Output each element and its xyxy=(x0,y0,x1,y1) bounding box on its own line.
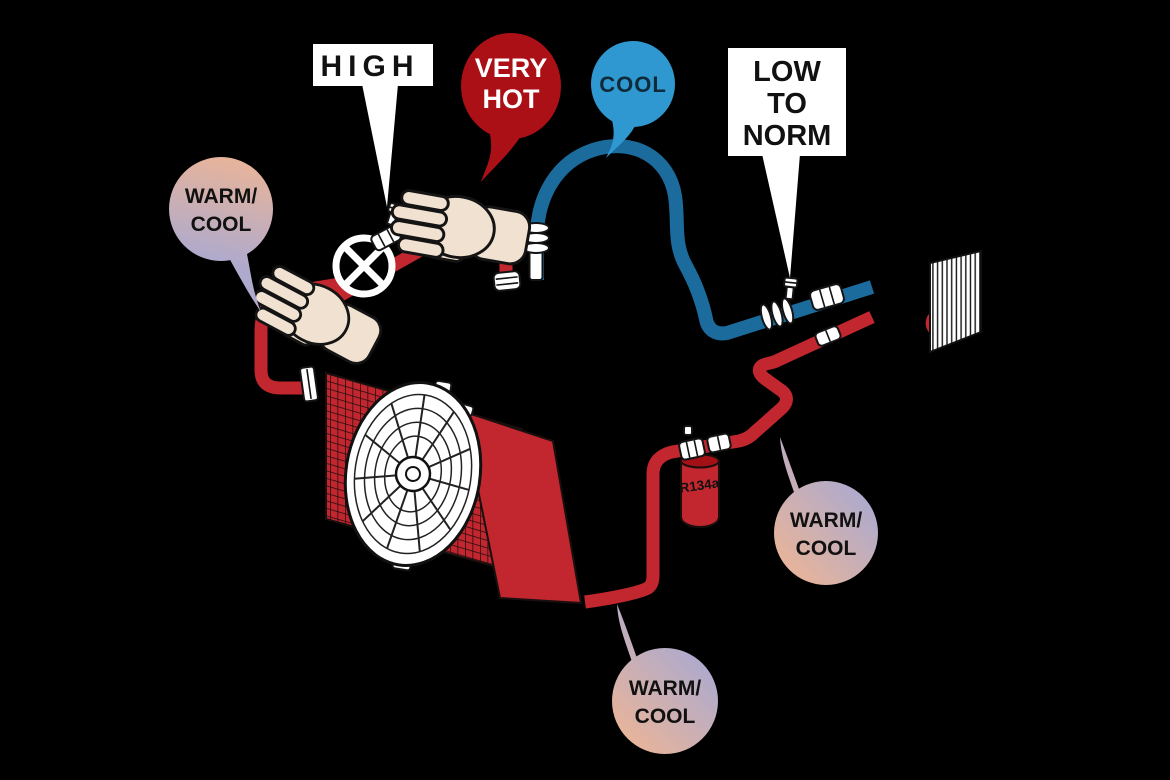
valve-x-icon xyxy=(343,245,385,287)
callout-warm-cool-left: WARM/ COOL xyxy=(169,157,273,312)
callout-very-hot-tail xyxy=(481,127,523,182)
callout-high: HIGH xyxy=(313,44,433,207)
callout-low-to-norm: LOW TO NORM xyxy=(728,48,846,278)
callout-warm-cool-bottom-line2: COOL xyxy=(635,705,696,728)
condenser-tank xyxy=(460,409,583,605)
drier-port-bolt xyxy=(683,425,693,436)
callout-warm-cool-left-line2: COOL xyxy=(191,213,252,236)
drier-outlet-fitting xyxy=(706,432,732,454)
callout-warm-cool-right-bubble xyxy=(774,481,878,585)
callout-warm-cool-left-tail xyxy=(228,254,261,312)
callout-low-line1: LOW xyxy=(753,56,821,88)
condenser-fan xyxy=(343,379,483,572)
drier-inlet-fitting xyxy=(678,437,706,461)
callouts: HIGH VERY HOT COOL LOW TO NORM WARM/ xyxy=(169,33,878,754)
callout-warm-cool-left-bubble xyxy=(169,157,273,261)
evaporator-core xyxy=(929,249,982,354)
callout-low-line2: TO xyxy=(767,88,807,120)
suction-hex-fitting xyxy=(809,283,845,311)
fan-shaft xyxy=(405,466,421,482)
receiver-drier-body xyxy=(680,460,720,528)
callout-very-hot-bubble xyxy=(461,33,561,139)
low-side-service-port xyxy=(783,276,799,301)
compressor-suction-fitting xyxy=(522,222,550,281)
callout-very-hot: VERY HOT xyxy=(461,33,561,182)
callout-low-to-norm-pointer xyxy=(762,154,800,278)
callout-cool: COOL xyxy=(591,41,675,158)
callout-warm-cool-right-tail xyxy=(780,437,800,495)
service-valve xyxy=(332,234,396,298)
compressor-discharge-cap xyxy=(492,270,522,292)
callout-warm-cool-right: WARM/ COOL xyxy=(774,437,878,585)
evaporator xyxy=(929,249,982,354)
suction-hose xyxy=(530,139,875,341)
callout-very-hot-line1: VERY xyxy=(475,53,548,83)
liquid-line-hose xyxy=(584,311,875,609)
callout-low-to-norm-box xyxy=(728,48,846,156)
callout-warm-cool-bottom-tail xyxy=(617,604,638,665)
callout-warm-cool-bottom: WARM/ COOL xyxy=(612,604,718,754)
suction-coil-fitting xyxy=(759,297,795,331)
condenser-inlet-fitting xyxy=(299,365,319,403)
callout-warm-cool-right-line2: COOL xyxy=(796,537,857,560)
callout-low-line3: NORM xyxy=(743,120,832,152)
callout-warm-cool-right-line1: WARM/ xyxy=(790,509,862,532)
callout-warm-cool-left-line1: WARM/ xyxy=(185,185,257,208)
callout-cool-text: COOL xyxy=(599,72,667,97)
receiver-drier-label: R134a xyxy=(679,475,721,495)
callout-warm-cool-bottom-bubble xyxy=(612,648,718,754)
callout-very-hot-line2: HOT xyxy=(483,84,541,114)
callout-cool-bubble xyxy=(591,41,675,127)
callout-high-pointer xyxy=(362,84,398,207)
receiver-drier: R134a xyxy=(678,425,732,528)
liquid-line-fitting xyxy=(814,325,842,347)
callout-high-box xyxy=(313,44,433,86)
callout-warm-cool-bottom-line1: WARM/ xyxy=(629,677,701,700)
callout-high-text: HIGH xyxy=(321,50,420,83)
